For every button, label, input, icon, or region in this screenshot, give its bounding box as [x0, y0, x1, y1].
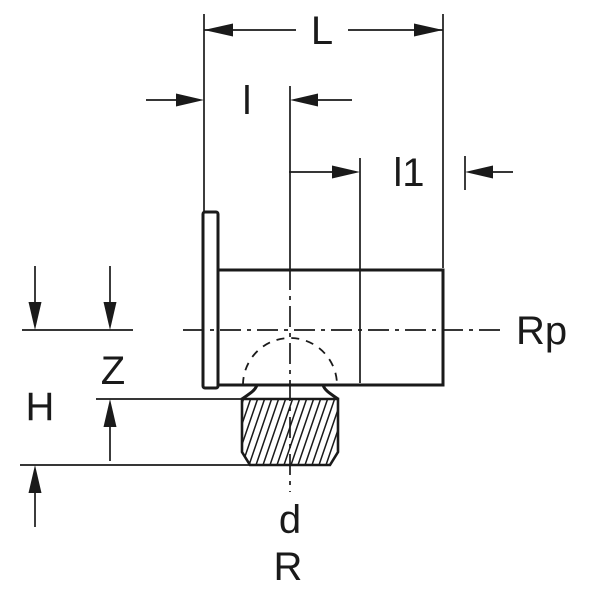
arrow-Z-bottom-icon: [103, 399, 117, 427]
thread-hatching: [241, 398, 339, 466]
branch-bore-dashed-arc: [242, 337, 338, 386]
arrow-L-left-icon: [204, 23, 233, 37]
fitting-body-outline: [216, 268, 445, 387]
label-d: d: [279, 498, 301, 542]
arrow-H-bottom-icon: [28, 465, 42, 493]
dimension-arrowheads: [28, 23, 493, 493]
dim-label-Z: Z: [101, 349, 125, 393]
drawing-linework: L l l1 Rp Z H d R: [20, 9, 567, 589]
arrow-l1-right-icon: [465, 165, 493, 179]
arrow-L-right-icon: [414, 23, 443, 37]
arrow-l1-left-icon: [332, 165, 360, 179]
arrow-Z-top-icon: [103, 302, 117, 330]
dim-label-H: H: [26, 385, 55, 429]
dim-label-l: l: [243, 79, 252, 123]
dim-label-l1: l1: [393, 151, 424, 195]
arrow-l-left-icon: [176, 93, 204, 107]
label-R: R: [274, 545, 303, 589]
arrow-H-top-icon: [28, 302, 42, 330]
wall-plate-outline: [201, 210, 220, 390]
dimension-labels: L l l1 Rp Z H d R: [26, 9, 568, 589]
label-Rp: Rp: [516, 309, 567, 353]
arrow-l-right-icon: [290, 93, 318, 107]
dim-label-L: L: [311, 9, 333, 53]
